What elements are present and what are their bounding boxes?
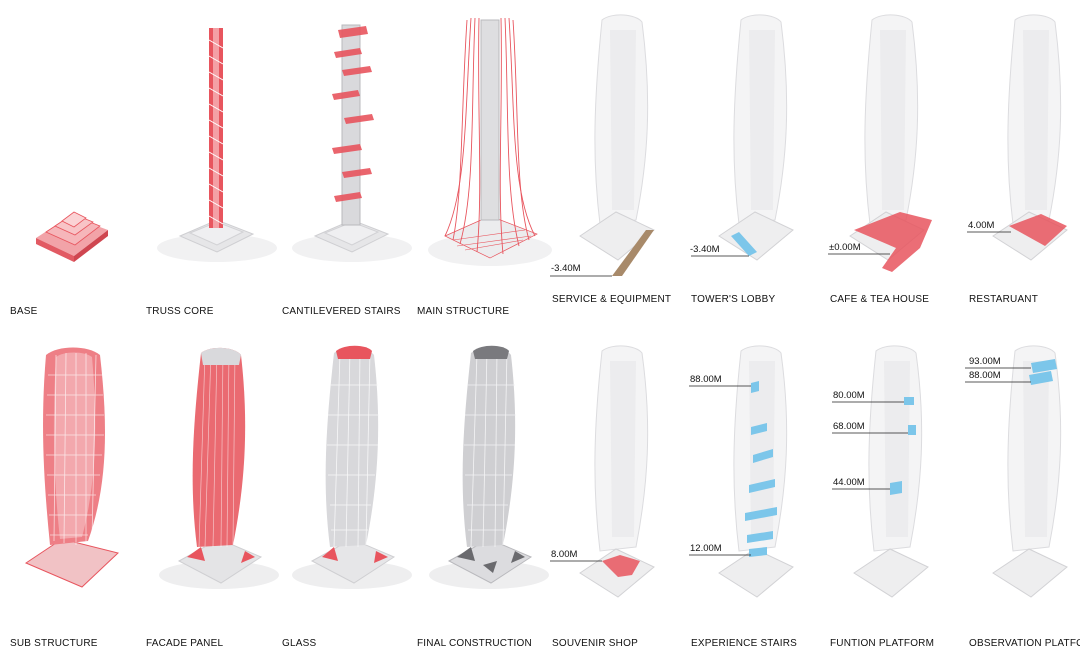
caption-sub-structure: SUB STRUCTURE (10, 638, 98, 649)
caption-restaurant: RESTARUANT (969, 294, 1039, 305)
facade-panel-panel: FACADE PANEL (135, 325, 279, 649)
caption-facade-panel: FACADE PANEL (146, 638, 224, 649)
truss-core-illustration (157, 28, 277, 262)
glass-panel: GLASS (270, 325, 412, 649)
final-construction-panel: FINAL CONSTRUCTION (405, 325, 549, 649)
cafe-tea-house-illustration (828, 14, 932, 272)
caption-towers-lobby: TOWER'S LOBBY (691, 294, 776, 305)
function-platform-illustration (832, 345, 929, 598)
level-function-44: 44.00M (833, 477, 865, 488)
base-panel: BASE (0, 0, 135, 325)
level-function-68: 68.00M (833, 421, 865, 432)
cantilevered-stairs-illustration (292, 24, 412, 262)
truss-core-panel: TRUSS CORE (135, 0, 277, 325)
level-function-80: 80.00M (833, 390, 865, 401)
base-illustration (36, 211, 108, 262)
facade-panel-illustration (159, 347, 279, 589)
caption-truss-core: TRUSS CORE (146, 306, 214, 317)
souvenir-shop-illustration (550, 345, 655, 598)
caption-glass: GLASS (282, 638, 317, 649)
glass-illustration (292, 345, 412, 589)
caption-final-construction: FINAL CONSTRUCTION (417, 638, 532, 649)
cantilevered-stairs-panel: CANTILEVERED STAIRS (270, 0, 412, 325)
cafe-tea-house-panel: ±0.00M CAFE & TEA HOUSE (810, 0, 945, 325)
souvenir-shop-panel: 8.00M SOUVENIR SHOP (540, 325, 675, 649)
level-cafe: ±0.00M (829, 242, 861, 253)
caption-observation-platform: OBSERVATION PLATFORM (969, 638, 1080, 649)
service-equipment-illustration (550, 14, 655, 277)
experience-stairs-panel: 88.00M 12.00M EXPERIENCE STAIRS (675, 325, 810, 649)
final-construction-illustration (429, 345, 549, 589)
caption-experience-stairs: EXPERIENCE STAIRS (691, 638, 798, 649)
sub-structure-panel: SUB STRUCTURE (0, 325, 135, 649)
level-service: -3.40M (551, 263, 581, 274)
level-souvenir: 8.00M (551, 549, 578, 560)
towers-lobby-panel: -3.40M TOWER'S LOBBY (675, 0, 810, 325)
level-observation-93: 93.00M (969, 356, 1001, 367)
caption-main-structure: MAIN STRUCTURE (417, 306, 510, 317)
main-structure-panel: MAIN STRUCTURE (405, 0, 552, 325)
function-platform-panel: 80.00M 68.00M 44.00M FUNTION PLATFORM (810, 325, 945, 649)
observation-platform-illustration (965, 345, 1068, 598)
caption-cantilevered-stairs: CANTILEVERED STAIRS (282, 306, 401, 317)
towers-lobby-illustration (691, 14, 794, 261)
caption-cafe-tea-house: CAFE & TEA HOUSE (830, 294, 930, 305)
level-lobby: -3.40M (690, 244, 720, 255)
restaurant-panel: 4.00M RESTARUANT (945, 0, 1080, 325)
caption-service-equipment: SERVICE & EQUIPMENT (552, 294, 672, 305)
main-structure-illustration (428, 17, 552, 266)
restaurant-illustration (967, 14, 1068, 261)
level-restaurant: 4.00M (968, 220, 995, 231)
caption-function-platform: FUNTION PLATFORM (830, 638, 935, 649)
experience-stairs-illustration (689, 345, 794, 598)
level-experience-12: 12.00M (690, 543, 722, 554)
level-experience-88: 88.00M (690, 374, 722, 385)
sub-structure-illustration (24, 347, 120, 588)
observation-platform-panel: 93.00M 88.00M OBSERVATION PLATFORM (945, 325, 1080, 649)
caption-base: BASE (10, 306, 38, 317)
service-equipment-panel: -3.40M SERVICE & EQUIPMENT (540, 0, 675, 325)
level-observation-88: 88.00M (969, 370, 1001, 381)
caption-souvenir-shop: SOUVENIR SHOP (552, 638, 638, 649)
